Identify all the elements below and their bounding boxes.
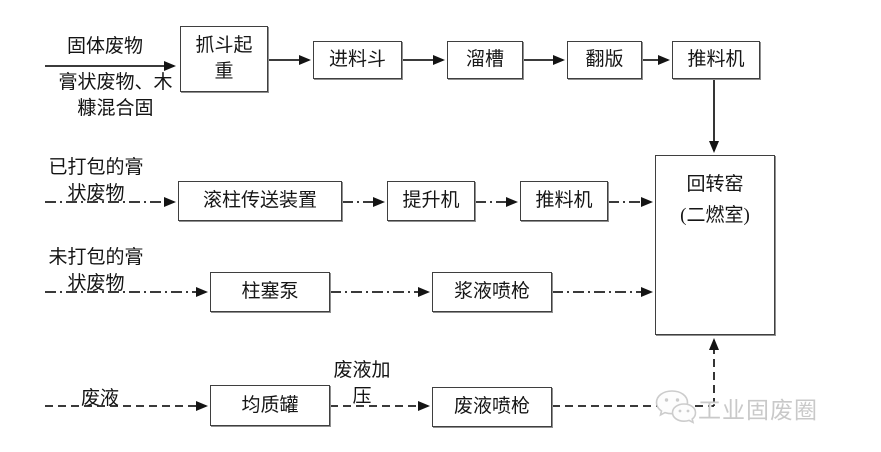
label-paste-wood-mix: 膏状废物、木 糠混合固	[58, 72, 173, 119]
watermark: 工业固废圈	[652, 388, 818, 428]
kiln-title: 回转窑	[686, 174, 744, 195]
node-rotary-kiln: 回转窑 (二燃室)	[655, 155, 775, 335]
node-grab-crane: 抓斗起重	[180, 26, 268, 92]
node-slurry-spray-gun: 浆液喷枪	[432, 272, 552, 312]
node-elevator: 提升机	[387, 181, 475, 221]
kiln-subtitle: (二燃室)	[680, 205, 750, 226]
label-liquid-pressurize: 废液加 压	[333, 360, 391, 407]
node-pusher-top: 推料机	[672, 41, 760, 79]
node-plunger-pump: 柱塞泵	[210, 272, 330, 312]
node-chute: 溜槽	[447, 41, 523, 79]
node-homogenizing-tank: 均质罐	[210, 385, 330, 426]
label-unpacked-paste-waste: 未打包的膏 状废物	[48, 247, 144, 294]
node-liquid-spray-gun: 废液喷枪	[432, 387, 552, 427]
node-pusher-middle: 推料机	[520, 181, 608, 221]
node-feed-hopper: 进料斗	[313, 41, 402, 79]
watermark-text: 工业固废圈	[698, 397, 818, 423]
label-solid-waste: 固体废物	[66, 36, 143, 57]
label-waste-liquid: 废液	[80, 388, 119, 409]
label-packed-paste-waste: 已打包的膏 状废物	[48, 157, 144, 204]
node-flip-plate: 翻版	[567, 41, 642, 79]
wechat-bubbles-icon	[655, 390, 697, 424]
node-roller-conveyor: 滚柱传送装置	[178, 181, 342, 221]
